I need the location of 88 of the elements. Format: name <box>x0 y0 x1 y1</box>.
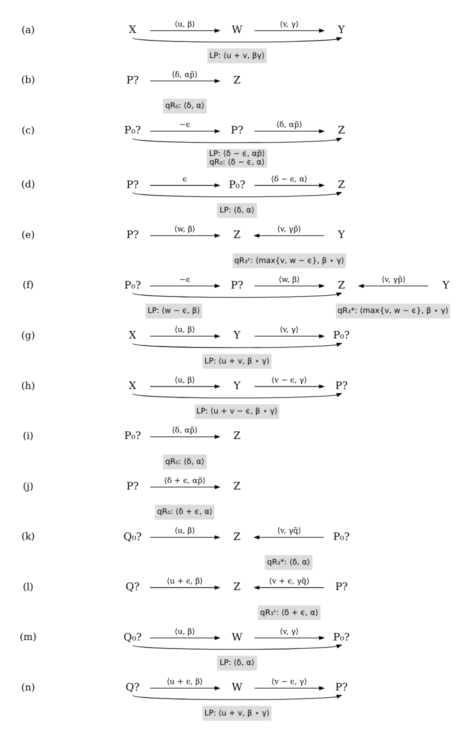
node-text: P? <box>335 379 348 392</box>
node-text: Z <box>233 580 241 593</box>
node-text: P? <box>126 178 139 190</box>
node-text: Y <box>338 228 345 241</box>
node-text: Y <box>338 24 345 36</box>
arrow <box>254 384 325 388</box>
arrow <box>150 585 220 590</box>
node-text: P₀? <box>333 329 350 342</box>
node-text: Y <box>234 329 240 342</box>
arrow <box>150 686 220 690</box>
arrow <box>132 36 342 42</box>
label: (h) <box>21 380 36 392</box>
label: (k) <box>21 531 35 542</box>
arrow <box>254 182 325 187</box>
label: (e) <box>22 229 35 240</box>
node-text: Y <box>234 379 240 392</box>
node-text: Z <box>338 278 346 291</box>
arrow <box>132 694 342 700</box>
arrow <box>132 392 342 398</box>
node-text: Q₀? <box>124 530 142 542</box>
node-text: Z <box>233 430 241 442</box>
label: (a) <box>21 24 35 36</box>
node-text: X <box>128 379 136 392</box>
node-text: Z <box>233 480 241 492</box>
label: (j) <box>22 480 34 492</box>
arrow <box>254 334 325 338</box>
node-text: Z <box>233 228 241 241</box>
node-text: W <box>232 24 242 36</box>
arrow <box>254 28 325 32</box>
arrow <box>254 128 325 133</box>
node-text: Q? <box>126 681 140 694</box>
node-text: P? <box>230 124 244 136</box>
arrow <box>254 283 325 288</box>
arrow <box>150 635 220 640</box>
node-text: P? <box>335 681 348 694</box>
arrow <box>254 534 324 539</box>
node-text: W <box>232 681 242 694</box>
arrow <box>132 191 342 197</box>
node-text: P₀? <box>333 630 350 643</box>
arrow <box>150 28 220 32</box>
node-text: P? <box>230 278 244 291</box>
arrow <box>150 484 220 489</box>
node-text: P₀? <box>124 278 141 291</box>
node-text: Z <box>338 124 346 136</box>
node-text: P₀? <box>228 178 246 190</box>
node-text: P₀? <box>124 124 141 136</box>
node-text: Z <box>338 178 346 190</box>
label: (c) <box>22 124 35 136</box>
arrow <box>254 585 324 590</box>
arrow <box>132 292 342 298</box>
arrow <box>150 78 220 82</box>
node-text: P? <box>126 228 139 241</box>
label: (g) <box>21 330 35 341</box>
arrow <box>254 686 325 690</box>
node-text: P? <box>335 580 348 593</box>
arrow <box>150 384 220 388</box>
node-text: P? <box>126 74 139 86</box>
arrow <box>150 128 220 133</box>
node-text: P₀? <box>124 430 141 442</box>
arrow <box>150 434 220 438</box>
node-text: Q? <box>126 580 140 593</box>
label: (d) <box>21 179 35 190</box>
arrow <box>358 283 429 288</box>
arrow <box>150 334 220 338</box>
node-text: W <box>232 630 242 643</box>
node-text: P? <box>126 480 139 492</box>
arrow <box>132 644 342 650</box>
arrow <box>132 137 342 142</box>
node-text: Q₀? <box>124 630 142 643</box>
label: (b) <box>21 74 35 86</box>
label: (m) <box>20 632 36 643</box>
node-text: X <box>128 329 136 342</box>
arrow <box>150 182 220 187</box>
label: (i) <box>22 430 34 442</box>
arrow <box>150 283 220 288</box>
label: (f) <box>22 280 34 291</box>
arrow <box>150 534 220 539</box>
label: (l) <box>22 581 34 592</box>
node-text: P₀? <box>333 530 350 542</box>
arrow <box>132 342 342 348</box>
arrow <box>254 233 324 238</box>
node-text: Z <box>233 74 241 86</box>
arrow <box>254 635 325 640</box>
arrow <box>150 233 220 238</box>
label: (n) <box>21 682 36 693</box>
node-text: Y <box>442 278 450 291</box>
node-text: Z <box>233 530 241 542</box>
node-text: X <box>128 24 136 36</box>
